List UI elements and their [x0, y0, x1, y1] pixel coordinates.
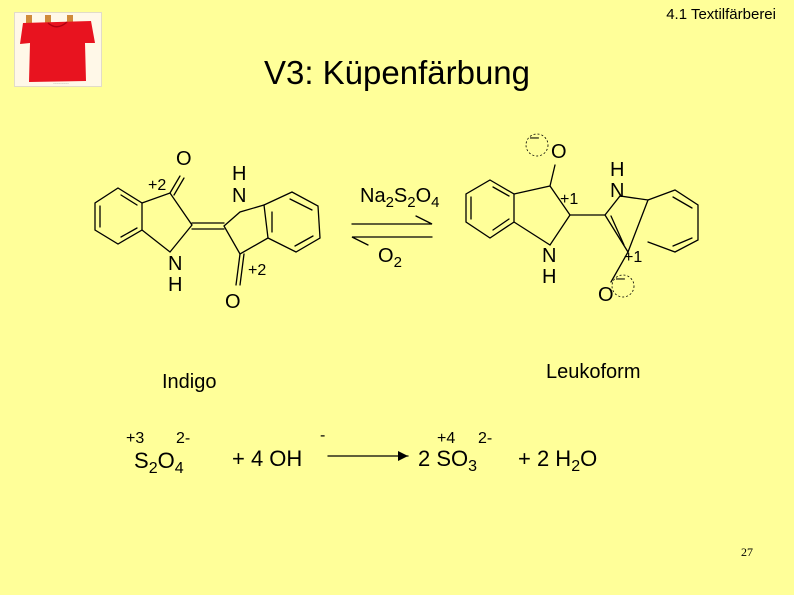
leuko-top-charge: – [530, 129, 539, 146]
backward-reagent-label: O2 [378, 245, 402, 271]
indigo-bottom-hydrogen: H [168, 274, 183, 296]
svg-text:~~~~~~~~~: ~~~~~~~~~ [53, 81, 69, 85]
page-number: 27 [741, 545, 753, 559]
leuko-right-benzene [647, 189, 699, 253]
indigo-top-hydrogen: H [232, 163, 247, 185]
backward-arrow [351, 236, 433, 246]
leuko-left-benzene [465, 179, 515, 239]
leuko-top-oxidation-number: +1 [560, 191, 579, 208]
page-title: V3: Küpenfärbung [263, 54, 531, 91]
leuko-bottom-hydrogen: H [542, 266, 557, 288]
leuko-top-charge-circle [525, 133, 549, 157]
sulfite-charge: 2- [478, 430, 493, 447]
dithionite-charge: 2- [176, 430, 191, 447]
leuko-bottom-nitrogen: N [542, 245, 557, 267]
leukoform-name-label: Leukoform [546, 361, 641, 383]
dithionite-formula: S2O4 [134, 448, 184, 477]
indigo-name-label: Indigo [162, 371, 217, 393]
leuko-bottom-charge-circle [611, 274, 635, 298]
water-term: + 2 H2O [518, 446, 598, 475]
indigo-top-oxidation-number: +2 [148, 177, 167, 194]
leuko-top-nitrogen: N [610, 180, 625, 202]
indigo-bottom-oxidation-number: +2 [248, 262, 267, 279]
leuko-bottom-charge: – [616, 270, 625, 287]
indigo-left-benzene [94, 187, 143, 245]
dithionite-oxidation-number: +3 [126, 430, 145, 447]
equation-arrowhead [398, 451, 408, 461]
indigo-bottom-nitrogen: N [168, 253, 183, 275]
hydroxide-charge: - [320, 427, 326, 444]
leuko-bottom-oxygen: O [598, 284, 614, 306]
indigo-bottom-oxygen: O [225, 291, 241, 313]
indigo-central-double-bond [191, 222, 225, 230]
indigo-right-five-ring [223, 204, 269, 255]
indigo-right-benzene [263, 191, 321, 253]
leuko-top-oxygen: O [551, 141, 567, 163]
indigo-top-oxygen: O [176, 148, 192, 170]
leuko-top-hydrogen: H [610, 159, 625, 181]
indigo-left-five-ring [141, 192, 193, 253]
sulfite-formula: 2 SO3 [418, 446, 478, 475]
indigo-top-nitrogen: N [232, 185, 247, 207]
leuko-right-five-ring [604, 195, 649, 254]
forward-reagent-label: Na2S2O4 [360, 185, 440, 211]
hydroxide-term: + 4 OH [232, 446, 303, 471]
sulfite-oxidation-number: +4 [437, 430, 456, 447]
slide-section-label: 4.1 Textilfärberei [666, 6, 776, 23]
tshirt-image: ~~~~~~~~~ [14, 12, 102, 87]
leuko-bottom-oxidation-number: +1 [624, 249, 643, 266]
forward-arrow [351, 215, 433, 225]
